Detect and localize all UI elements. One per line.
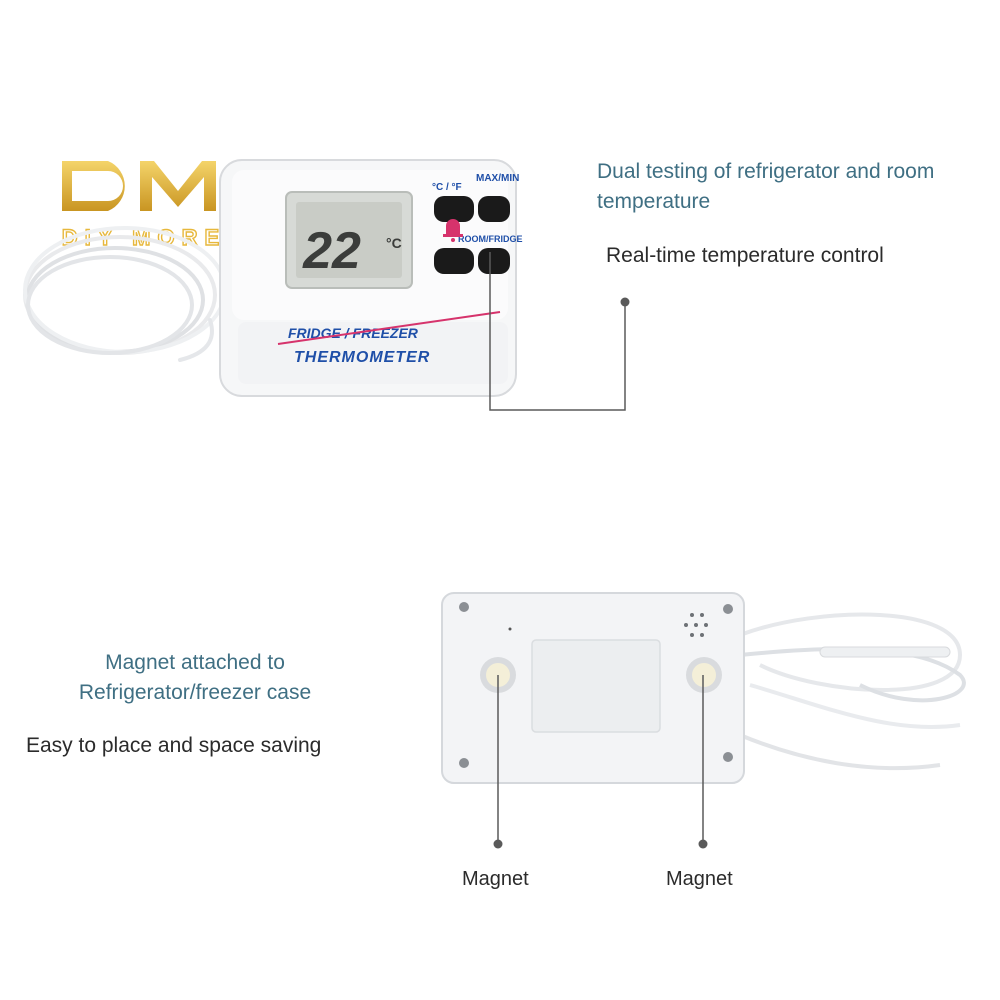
- feature-bottom-headline: Magnet attached to Refrigerator/freezer …: [40, 648, 350, 708]
- feature-bottom-subline: Easy to place and space saving: [26, 734, 322, 757]
- label-max-min: MAX/MIN: [476, 173, 519, 184]
- button-unit-toggle: [434, 196, 474, 222]
- lcd-reading: 22: [302, 222, 361, 280]
- feature-top-headline-line2: temperature: [597, 190, 711, 213]
- button-max-min: [478, 196, 510, 222]
- button-room-fridge: [478, 248, 510, 274]
- feature-top-headline-line1: Dual testing of refrigerator and room: [597, 160, 935, 183]
- callout-magnet-left: Magnet: [462, 868, 529, 890]
- feature-bottom-headline-line2: Refrigerator/freezer case: [78, 681, 312, 704]
- thermometer-back-photo: [441, 592, 966, 784]
- leader-line-top: [489, 252, 626, 411]
- leader-dot-top: [620, 297, 630, 307]
- leader-dot-magnet-left: [493, 839, 503, 849]
- logo-m-shape: [140, 161, 216, 211]
- back-cable: [739, 612, 966, 771]
- button-alarm: [434, 248, 474, 274]
- thermometer-front-photo: 22 °C °C / °F MAX/MIN ROOM/FRIDGE FRIDGE…: [23, 159, 523, 397]
- feature-bottom-headline-line1: Magnet attached to: [105, 651, 285, 674]
- title-line2: THERMOMETER: [294, 349, 430, 366]
- feature-top-subline: Real-time temperature control: [606, 244, 884, 267]
- magnet-right-disc: [686, 657, 722, 693]
- alarm-bell-icon: [443, 219, 463, 242]
- leader-dot-magnet-right: [698, 839, 708, 849]
- back-screws: [459, 602, 733, 768]
- callout-magnet-right: Magnet: [666, 868, 733, 890]
- logo-d-shape: [62, 161, 125, 211]
- label-unit-toggle: °C / °F: [432, 182, 462, 193]
- svg-text:°C: °C: [386, 235, 402, 251]
- feature-top-headline: Dual testing of refrigerator and room te…: [597, 157, 997, 217]
- label-room-fridge: ROOM/FRIDGE: [458, 234, 523, 244]
